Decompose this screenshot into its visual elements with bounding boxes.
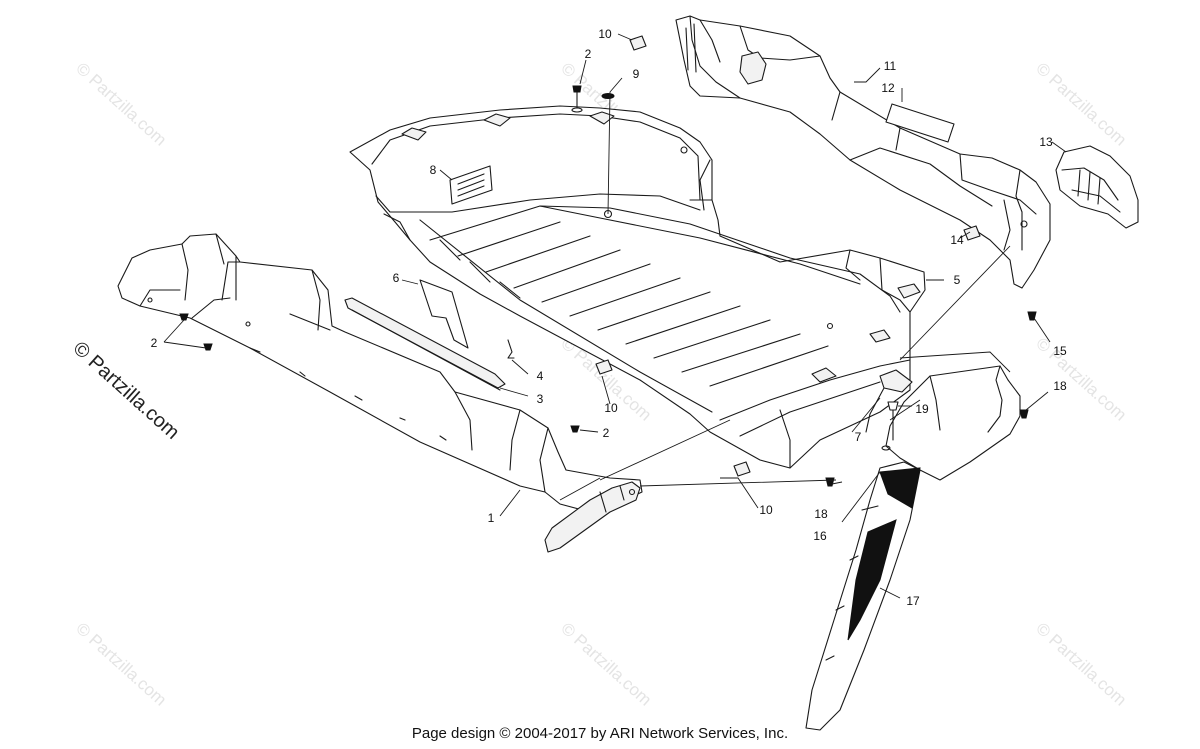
watermark: © Partzilla.com <box>72 59 170 150</box>
part-11-right-side-panel <box>675 15 1051 289</box>
callout-10: 10 <box>759 503 773 517</box>
part-13-rear-module <box>1055 145 1139 229</box>
watermark: © Partzilla.com <box>1032 619 1130 710</box>
part-5-cargo-box <box>349 105 926 469</box>
part-6-decal <box>419 279 469 349</box>
callout-16: 16 <box>813 529 827 543</box>
watermark: © Partzilla.com <box>557 619 655 710</box>
callout-10: 10 <box>604 401 618 415</box>
callout-18: 18 <box>814 507 828 521</box>
part-7-corner-bracket <box>865 369 913 433</box>
callout-13: 13 <box>1039 135 1053 149</box>
watermark: © Partzilla.com <box>72 619 170 710</box>
part-17-fender-decal <box>805 461 921 731</box>
callout-2: 2 <box>585 47 592 61</box>
footer-copyright: Page design © 2004-2017 by ARI Network S… <box>412 725 788 742</box>
part-3-trim-strip <box>344 297 506 391</box>
part-16-front-right-fender <box>885 365 1021 481</box>
leader-lines <box>163 33 1067 599</box>
callout-17: 17 <box>906 594 920 608</box>
callout-11: 11 <box>884 59 897 73</box>
callout-15: 15 <box>1053 344 1067 358</box>
callout-6: 6 <box>393 271 400 285</box>
part-12-decal <box>885 103 955 143</box>
callout-1: 1 <box>488 511 495 525</box>
hardware <box>179 35 1037 487</box>
callouts: 10 2 9 11 12 13 8 5 6 2 4 3 10 2 1 10 18… <box>151 27 1067 608</box>
callout-19: 19 <box>915 402 929 416</box>
callout-2: 2 <box>603 426 610 440</box>
callout-8: 8 <box>430 163 437 177</box>
callout-18: 18 <box>1053 379 1067 393</box>
part-1-left-side-panel <box>117 233 643 553</box>
callout-3: 3 <box>537 392 544 406</box>
callout-9: 9 <box>633 67 640 81</box>
callout-14: 14 <box>950 233 964 247</box>
callout-12: 12 <box>881 81 895 95</box>
watermark: © Partzilla.com <box>1032 334 1130 425</box>
callout-5: 5 <box>954 273 961 287</box>
callout-10: 10 <box>598 27 612 41</box>
callout-2: 2 <box>151 336 158 350</box>
callout-7: 7 <box>855 430 862 444</box>
callout-4: 4 <box>537 369 544 383</box>
watermark-primary: © Partzilla.com <box>69 337 184 444</box>
